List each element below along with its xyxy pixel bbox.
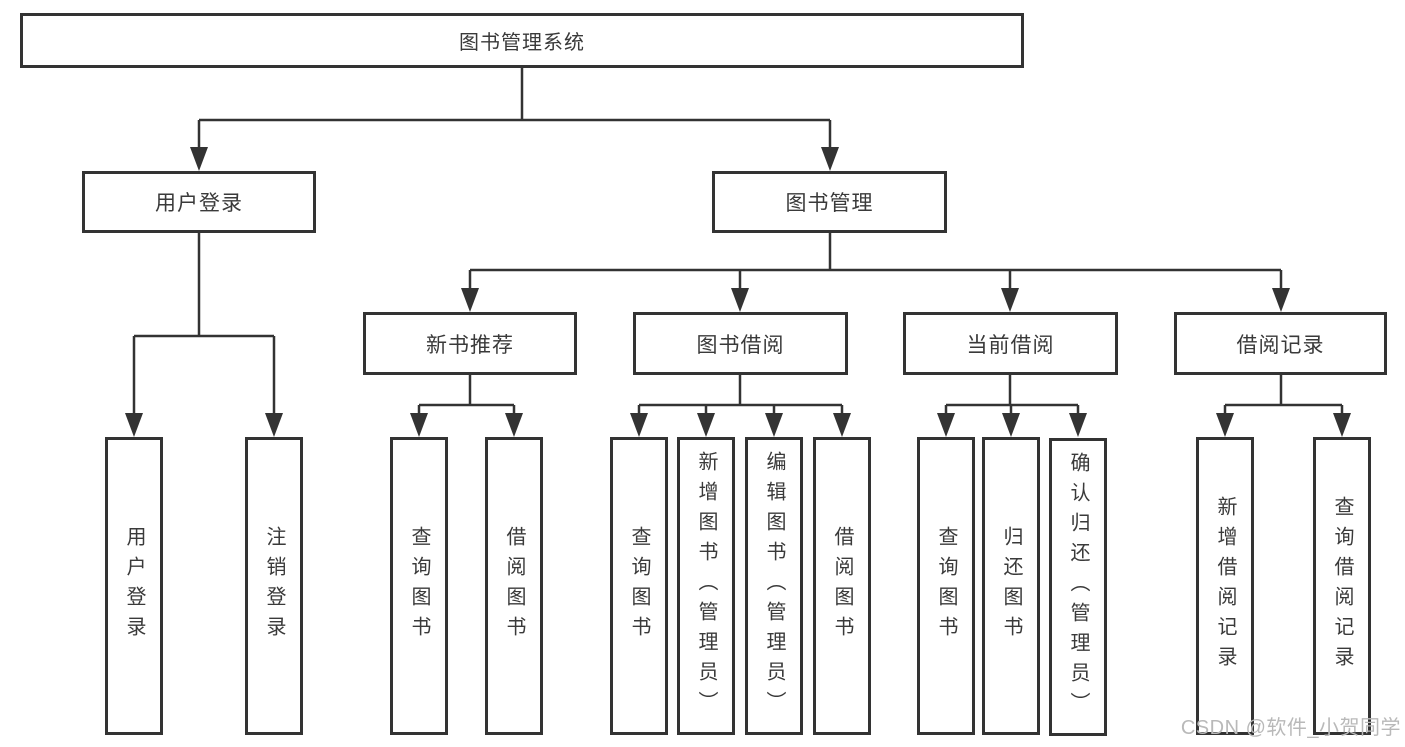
leaf-borrow-books-recommend: 借阅图书 <box>485 437 543 735</box>
arrowhead-icon <box>190 147 208 171</box>
leaf-query-books-recommend: 查询图书 <box>390 437 448 735</box>
leaf-label: 查询借阅记录 <box>1331 496 1353 676</box>
leaf-label: 查询图书 <box>935 526 957 646</box>
node-borrow-records: 借阅记录 <box>1174 312 1387 375</box>
node-root: 图书管理系统 <box>20 13 1024 68</box>
node-label: 新书推荐 <box>426 333 514 357</box>
leaf-label: 借阅图书 <box>503 526 525 646</box>
arrowhead-icon <box>731 288 749 312</box>
arrowhead-icon <box>410 413 428 437</box>
connector-path-borrow-records <box>1223 375 1344 416</box>
csdn-watermark: CSDN @软件_小贺同学 <box>1180 717 1401 739</box>
connector-path-new-book <box>417 375 516 416</box>
leaf-return-book: 归还图书 <box>982 437 1040 735</box>
leaf-label: 编辑图书（管理员） <box>763 451 785 721</box>
node-root-label: 图书管理系统 <box>459 32 585 54</box>
arrowhead-icon <box>1002 413 1020 437</box>
arrowhead-icon <box>833 413 851 437</box>
arrowhead-icon <box>821 147 839 171</box>
node-current-borrow: 当前借阅 <box>903 312 1118 375</box>
node-label: 用户登录 <box>155 192 243 215</box>
node-label: 图书借阅 <box>696 333 785 357</box>
leaf-label: 新增借阅记录 <box>1214 496 1236 676</box>
node-label: 当前借阅 <box>966 333 1055 357</box>
connector-path-book-management <box>468 233 1283 291</box>
connector-path-book-borrow <box>637 375 844 416</box>
leaf-query-borrow-record: 查询借阅记录 <box>1313 437 1371 735</box>
leaf-label: 查询图书 <box>628 526 650 646</box>
node-book-borrow: 图书借阅 <box>633 312 848 375</box>
leaf-query-books-current: 查询图书 <box>917 437 975 735</box>
arrowhead-icon <box>1001 288 1019 312</box>
arrowhead-icon <box>630 413 648 437</box>
node-label: 图书管理 <box>785 192 874 215</box>
arrowhead-icon <box>765 413 783 437</box>
leaf-query-books-borrow: 查询图书 <box>610 437 668 735</box>
leaf-add-borrow-record: 新增借阅记录 <box>1196 437 1254 735</box>
arrowhead-icon <box>1216 413 1234 437</box>
leaf-add-book-admin: 新增图书（管理员） <box>677 437 735 735</box>
arrowhead-icon <box>1272 288 1290 312</box>
leaf-label: 用户登录 <box>123 526 145 646</box>
leaf-label: 借阅图书 <box>831 526 853 646</box>
arrowhead-icon <box>265 413 283 437</box>
arrowhead-icon <box>1333 413 1351 437</box>
leaf-confirm-return-admin: 确认归还（管理员） <box>1049 438 1107 736</box>
connector-path-root <box>197 68 832 150</box>
connector-path-current-borrow <box>944 375 1080 416</box>
node-new-book-recommend: 新书推荐 <box>363 312 577 375</box>
leaf-label: 新增图书（管理员） <box>695 451 717 721</box>
arrowhead-icon <box>697 413 715 437</box>
leaf-label: 归还图书 <box>1000 526 1022 646</box>
arrowhead-icon <box>937 413 955 437</box>
arrowhead-icon <box>125 413 143 437</box>
arrowhead-icon <box>461 288 479 312</box>
node-user-login: 用户登录 <box>82 171 316 233</box>
leaf-label: 确认归还（管理员） <box>1067 452 1089 722</box>
arrowhead-icon <box>1069 413 1087 437</box>
connector-path-user-login <box>132 233 276 416</box>
arrowhead-icon <box>505 413 523 437</box>
node-book-management: 图书管理 <box>712 171 947 233</box>
leaf-edit-book-admin: 编辑图书（管理员） <box>745 437 803 735</box>
leaf-logout: 注销登录 <box>245 437 303 735</box>
leaf-label: 注销登录 <box>263 526 285 646</box>
leaf-borrow-books: 借阅图书 <box>813 437 871 735</box>
leaf-label: 查询图书 <box>408 526 430 646</box>
node-label: 借阅记录 <box>1236 333 1325 357</box>
leaf-user-login: 用户登录 <box>105 437 163 735</box>
